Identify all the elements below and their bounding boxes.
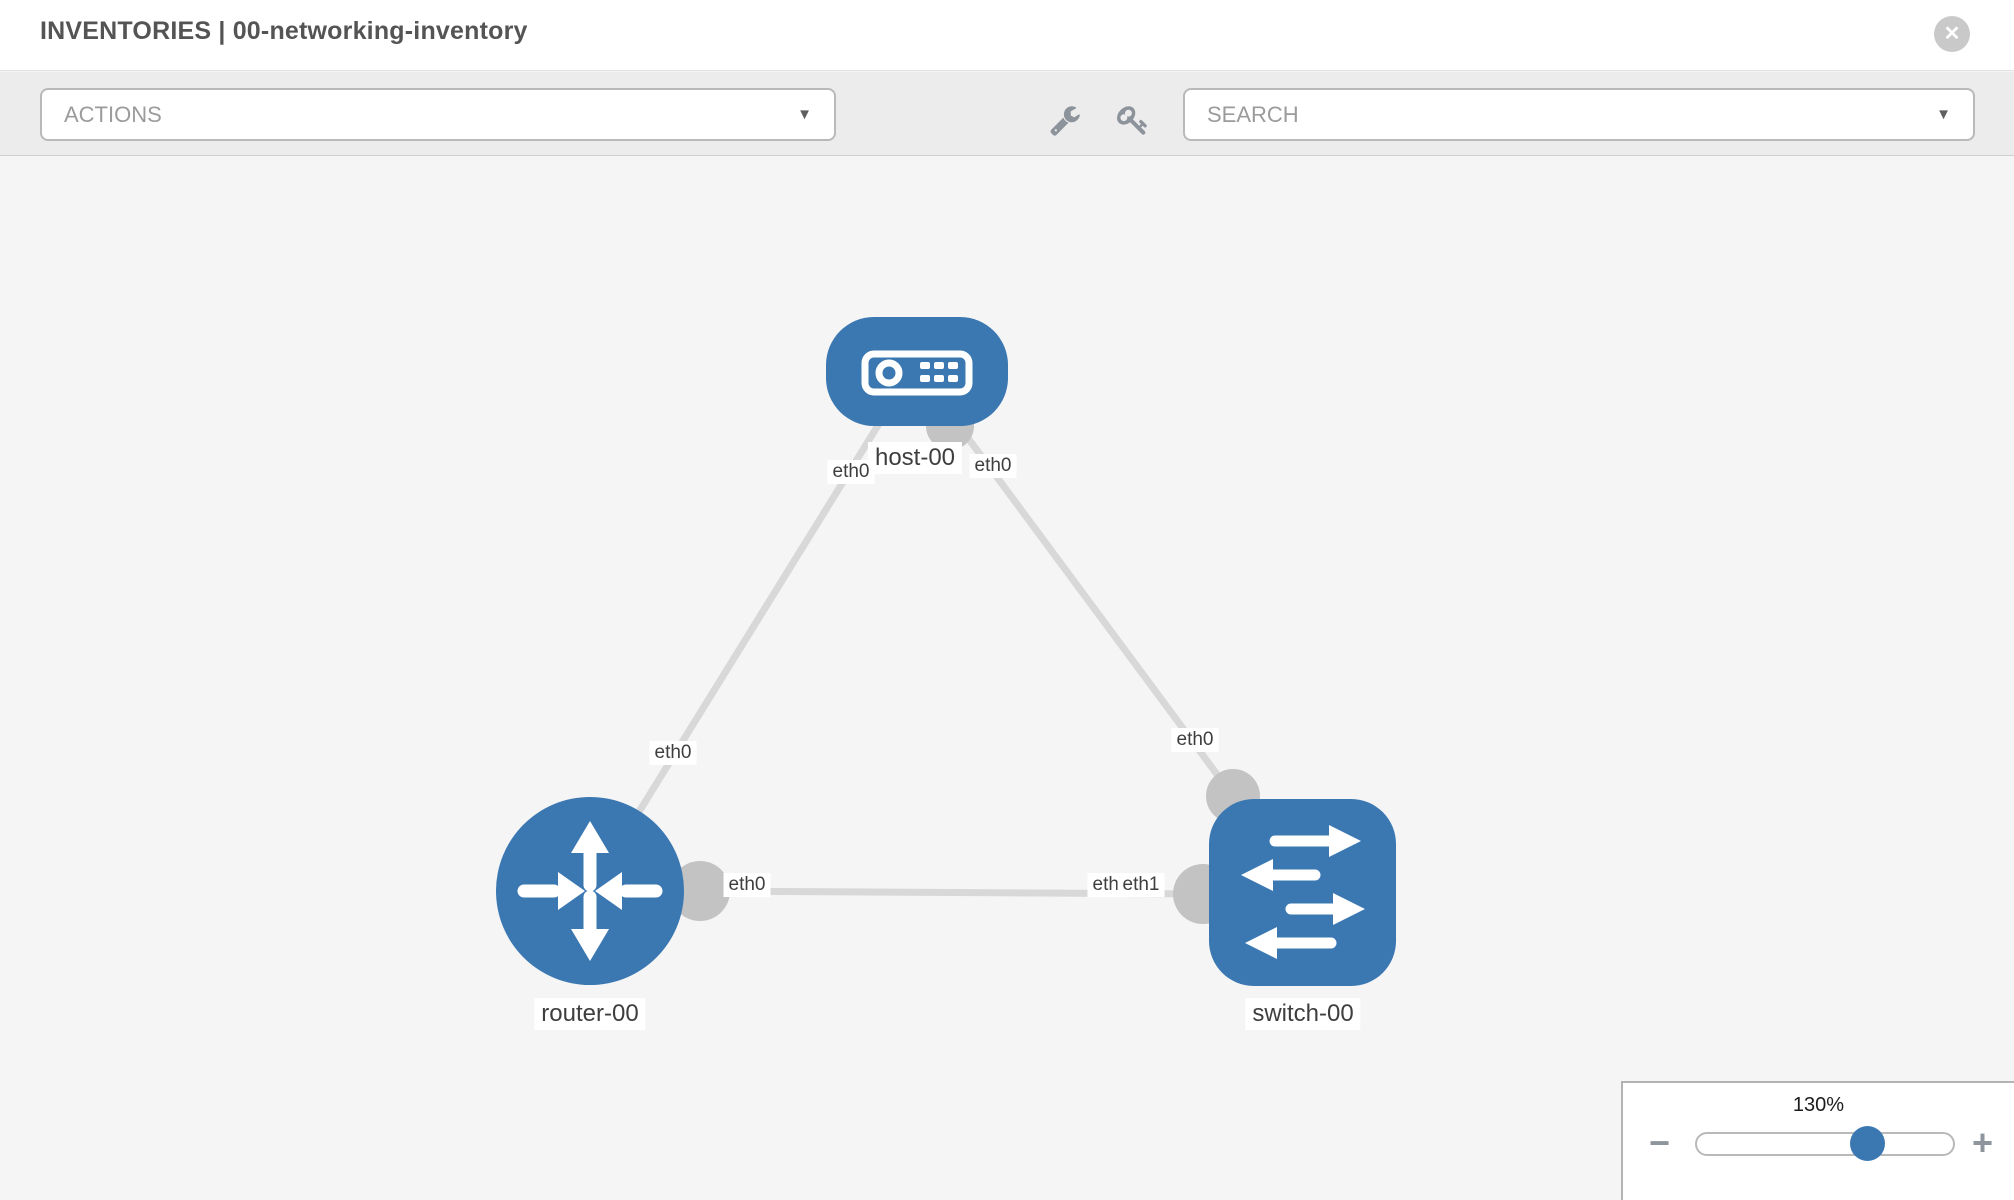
zoom-panel: 130% − + [1621, 1081, 2014, 1200]
close-icon: ✕ [1943, 23, 1961, 45]
node-label-host: host-00 [867, 442, 963, 474]
header: INVENTORIES | 00-networking-inventory ✕ [0, 0, 2014, 71]
zoom-slider-thumb[interactable] [1850, 1126, 1885, 1161]
node-switch-00[interactable] [1209, 799, 1396, 986]
zoom-slider-track[interactable] [1695, 1126, 1955, 1161]
page-title: INVENTORIES | 00-networking-inventory [40, 17, 528, 45]
node-router-00[interactable] [496, 797, 684, 985]
interface-label-router-eth0-uplink: eth0 [649, 741, 697, 765]
search-dropdown-label: SEARCH [1207, 101, 1299, 127]
zoom-out-button[interactable]: − [1649, 1123, 1670, 1163]
switch-icon [1241, 825, 1365, 959]
zoom-level: 130% [1792, 1094, 1845, 1116]
actions-dropdown[interactable]: ACTIONS ▼ [40, 88, 836, 141]
topology-svg [496, 317, 1396, 986]
toolbar: ACTIONS ▼ SEARCH ▼ [0, 72, 2014, 156]
link-host-router[interactable] [587, 404, 893, 893]
chevron-down-icon: ▼ [1936, 106, 1951, 123]
node-label-switch: switch-00 [1245, 998, 1361, 1030]
actions-dropdown-label: ACTIONS [64, 101, 162, 127]
minus-icon: − [1649, 1122, 1671, 1163]
key-icon [1117, 106, 1148, 135]
interface-label-switch-eth0: eth0 [1171, 728, 1219, 752]
configure-button[interactable] [1043, 98, 1087, 142]
node-host-00[interactable] [826, 317, 1008, 426]
interface-label-host-eth0-left: eth0 [827, 460, 875, 484]
plus-icon: + [1972, 1122, 1994, 1163]
topology-canvas[interactable]: host-00 router-00 switch-00 eth0 eth0 et… [0, 156, 2014, 1200]
search-dropdown[interactable]: SEARCH ▼ [1183, 88, 1975, 141]
close-button[interactable]: ✕ [1934, 16, 1970, 52]
zoom-in-button[interactable]: + [1972, 1123, 1993, 1163]
link-endpoint[interactable] [670, 861, 730, 921]
interface-label-host-eth0-right: eth0 [969, 454, 1017, 478]
router-icon [517, 821, 663, 961]
chevron-down-icon: ▼ [797, 106, 812, 123]
credentials-button[interactable] [1111, 98, 1155, 142]
host-icon [861, 350, 973, 396]
interface-label-switch-eth1: eth1 [1117, 873, 1165, 897]
interface-label-router-eth0: eth0 [723, 873, 771, 897]
node-label-router: router-00 [534, 998, 646, 1030]
wrench-icon [1050, 106, 1080, 136]
